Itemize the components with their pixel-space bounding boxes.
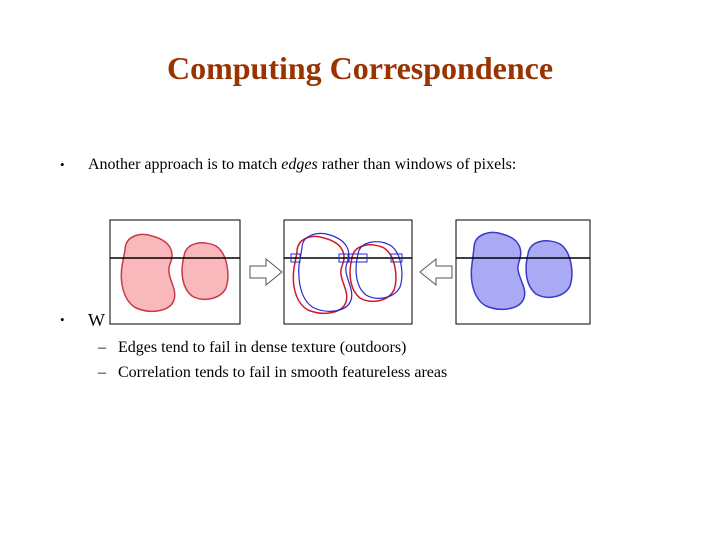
sub-bullet-edges: – Edges tend to fail in dense texture (o… (98, 338, 518, 360)
edge-match-panel (283, 219, 413, 325)
sub-bullet-text: Correlation tends to fail in smooth feat… (118, 364, 448, 381)
red-edge-round (349, 244, 397, 303)
bullet-text: W (88, 310, 105, 330)
left-pointing-arrow-icon (419, 257, 453, 287)
bullet-partial: • W (60, 310, 120, 334)
left-image-panel (109, 219, 241, 325)
blue-edge-round (355, 241, 403, 299)
slide-title: Computing Correspondence (166, 50, 554, 86)
sub-bullet-marker: – (98, 364, 106, 381)
blue-edge-kidney (298, 232, 353, 312)
match-window-4 (390, 253, 403, 263)
left-round-shape (181, 242, 229, 301)
bullet-text-emphasis: edges (281, 156, 318, 173)
red-edge-kidney (292, 235, 348, 315)
bullet-edges-approach: • Another approach is to match edges rat… (60, 155, 660, 179)
bullet-marker: • (60, 157, 65, 172)
sub-bullet-text: Edges tend to fail in dense texture (out… (118, 339, 407, 356)
bullet-text-before: Another approach is to match (88, 156, 282, 173)
match-window-2 (338, 253, 349, 263)
bullet-text-after: rather than windows of pixels: (317, 156, 517, 173)
right-pointing-arrow-icon (249, 257, 283, 287)
right-kidney-shape (470, 231, 526, 311)
bullet-marker: • (60, 312, 65, 327)
left-kidney-shape (120, 233, 176, 313)
match-window-1 (290, 253, 301, 263)
right-image-panel (455, 219, 591, 325)
sub-bullet-correlation: – Correlation tends to fail in smooth fe… (98, 363, 518, 385)
match-window-3 (348, 253, 368, 263)
bullet-text: Another approach is to match edges rathe… (88, 155, 516, 175)
sub-bullet-marker: – (98, 339, 106, 356)
right-round-shape (525, 240, 573, 299)
edge-match-frame (283, 219, 413, 325)
